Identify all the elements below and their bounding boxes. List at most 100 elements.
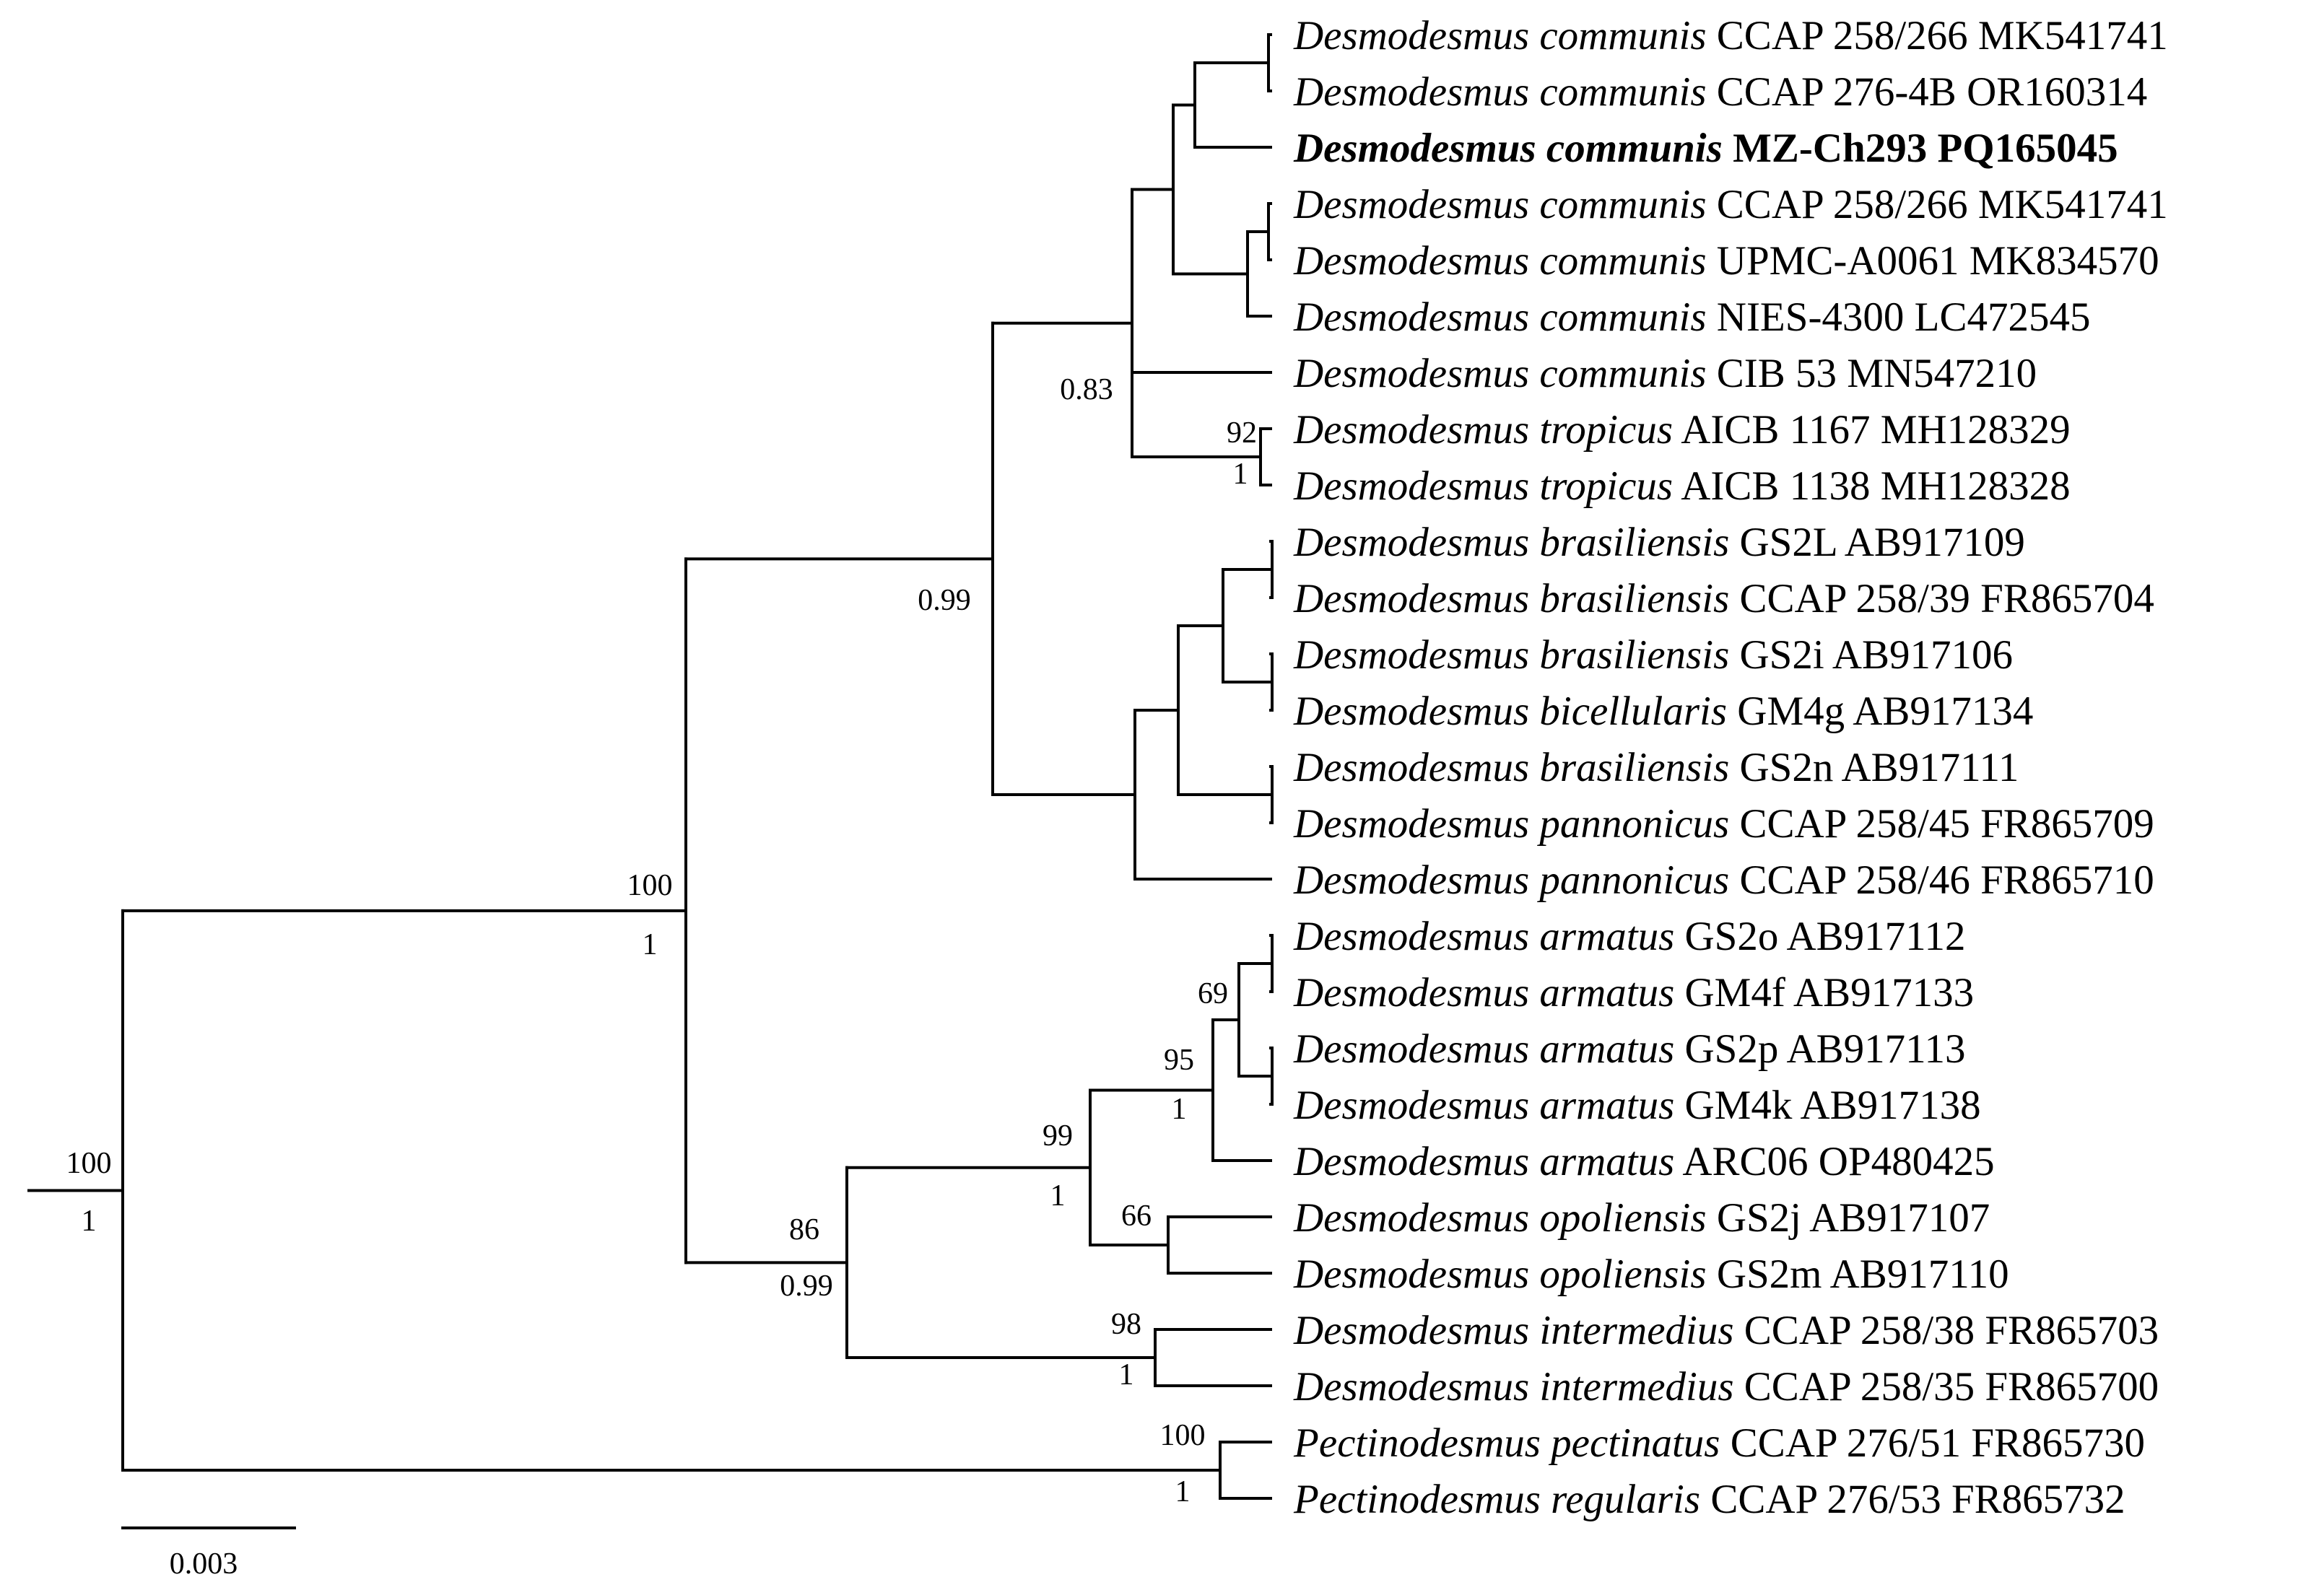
taxon-binomial: Pectinodesmus regularis [1293,1477,1700,1522]
taxon-label: Desmodesmus bicellularis GM4g AB917134 [1293,689,2033,734]
bootstrap-value: 100 [1160,1419,1206,1452]
taxon-strain-accession: ARC06 OP480425 [1674,1139,1994,1184]
taxon-label: Desmodesmus brasiliensis CCAP 258/39 FR8… [1293,576,2154,621]
bootstrap-value: 86 [789,1213,819,1246]
taxon-label: Desmodesmus armatus GM4f AB917133 [1293,970,1974,1015]
taxon-label: Desmodesmus tropicus AICB 1138 MH128328 [1293,463,2071,509]
posterior-value: 1 [1050,1179,1066,1213]
taxon-strain-accession: CCAP 258/39 FR865704 [1729,576,2154,621]
taxon-binomial: Desmodesmus armatus [1293,970,1674,1015]
support-values: 100110010.990.83921860.99991951696698110… [66,373,1258,1508]
taxon-label: Desmodesmus pannonicus CCAP 258/46 FR865… [1293,857,2154,903]
taxon-binomial: Desmodesmus armatus [1293,1026,1674,1072]
taxon-binomial: Desmodesmus brasiliensis [1293,576,1729,621]
taxon-binomial: Desmodesmus tropicus [1293,407,1673,453]
taxon-strain-accession: NIES-4300 LC472545 [1707,294,2091,340]
taxon-binomial: Desmodesmus pannonicus [1293,801,1729,847]
taxon-strain-accession: CCAP 258/35 FR865700 [1734,1364,2159,1410]
taxon-binomial: Desmodesmus opoliensis [1293,1252,1707,1297]
taxon-label: Desmodesmus armatus GS2o AB917112 [1293,914,1966,959]
taxon-strain-accession: CCAP 258/45 FR865709 [1729,801,2154,847]
taxon-strain-accession: CCAP 258/46 FR865710 [1729,857,2154,903]
taxon-binomial: Desmodesmus communis [1293,238,1707,284]
taxon-label: Desmodesmus armatus GS2p AB917113 [1293,1026,1966,1072]
taxon-label: Desmodesmus intermedius CCAP 258/35 FR86… [1293,1364,2159,1410]
taxon-label: Desmodesmus communis UPMC-A0061 MK834570 [1293,238,2159,284]
taxon-binomial: Pectinodesmus pectinatus [1293,1420,1720,1466]
taxon-strain-accession: GS2j AB917107 [1707,1195,1990,1241]
taxon-binomial: Desmodesmus intermedius [1293,1308,1734,1353]
taxon-label: Desmodesmus tropicus AICB 1167 MH128329 [1293,407,2071,453]
taxon-strain-accession: CCAP 258/266 MK541741 [1707,182,2168,227]
posterior-value: 1 [82,1205,97,1238]
posterior-value: 1 [1119,1358,1134,1392]
taxon-binomial: Desmodesmus communis [1293,351,1707,396]
taxon-strain-accession: GS2p AB917113 [1674,1026,1965,1072]
taxon-label: Desmodesmus communis MZ-Ch293 PQ165045 [1293,126,2118,171]
taxon-label: Desmodesmus communis CCAP 276-4B OR16031… [1293,69,2147,115]
taxon-binomial: Desmodesmus brasiliensis [1293,745,1729,790]
bootstrap-value: 100 [627,869,673,902]
taxon-label: Desmodesmus communis CCAP 258/266 MK5417… [1293,182,2168,227]
taxon-strain-accession: CCAP 276/51 FR865730 [1720,1420,2145,1466]
posterior-value: 1 [1172,1093,1187,1126]
taxon-strain-accession: AICB 1138 MH128328 [1673,463,2071,509]
taxon-strain-accession: GM4g AB917134 [1727,689,2033,734]
taxon-label: Desmodesmus armatus GM4k AB917138 [1293,1083,1981,1128]
bootstrap-value: 98 [1111,1308,1141,1341]
taxon-label: Desmodesmus pannonicus CCAP 258/45 FR865… [1293,801,2154,847]
taxon-label: Desmodesmus opoliensis GS2j AB917107 [1293,1195,1990,1241]
taxon-binomial: Desmodesmus armatus [1293,914,1674,959]
posterior-value: 1 [1175,1475,1191,1508]
taxon-label: Desmodesmus armatus ARC06 OP480425 [1293,1139,1995,1184]
posterior-value: 1 [643,928,658,961]
taxon-binomial: Desmodesmus communis [1293,294,1707,340]
taxon-binomial: Desmodesmus armatus [1293,1083,1674,1128]
bootstrap-value: 69 [1198,977,1228,1010]
taxon-label: Desmodesmus intermedius CCAP 258/38 FR86… [1293,1308,2159,1353]
taxon-binomial: Desmodesmus brasiliensis [1293,632,1729,678]
taxon-strain-accession: GS2n AB917111 [1729,745,2019,790]
taxon-label: Desmodesmus brasiliensis GS2n AB917111 [1293,745,2019,790]
taxon-binomial: Desmodesmus brasiliensis [1293,520,1729,565]
taxon-strain-accession: GM4k AB917138 [1674,1083,1980,1128]
taxon-strain-accession: CCAP 258/266 MK541741 [1707,13,2168,58]
taxon-label: Desmodesmus opoliensis GS2m AB917110 [1293,1252,2009,1297]
bootstrap-value: 95 [1164,1044,1194,1077]
taxon-binomial: Desmodesmus communis [1293,126,1723,171]
taxon-binomial: Desmodesmus opoliensis [1293,1195,1707,1241]
taxon-strain-accession: GS2m AB917110 [1707,1252,2009,1297]
taxon-binomial: Desmodesmus communis [1293,182,1707,227]
taxon-binomial: Desmodesmus armatus [1293,1139,1674,1184]
taxon-strain-accession: CCAP 258/38 FR865703 [1734,1308,2159,1353]
taxon-binomial: Desmodesmus communis [1293,69,1707,115]
taxon-strain-accession: CCAP 276-4B OR160314 [1707,69,2148,115]
bootstrap-value: 100 [66,1147,112,1180]
scale-bar: 0.003 [121,1526,296,1581]
bootstrap-value: 99 [1043,1119,1073,1153]
taxon-binomial: Desmodesmus tropicus [1293,463,1673,509]
taxon-label: Desmodesmus communis CCAP 258/266 MK5417… [1293,13,2168,58]
taxon-binomial: Desmodesmus pannonicus [1293,857,1729,903]
taxon-binomial: Desmodesmus communis [1293,13,1707,58]
taxon-label: Desmodesmus brasiliensis GS2i AB917106 [1293,632,2013,678]
taxon-label: Desmodesmus communis NIES-4300 LC472545 [1293,294,2091,340]
posterior-value: 0.99 [780,1270,833,1303]
taxon-label: Desmodesmus brasiliensis GS2L AB917109 [1293,520,2025,565]
posterior-value: 0.99 [918,584,971,617]
taxon-label: Pectinodesmus regularis CCAP 276/53 FR86… [1293,1477,2125,1522]
bootstrap-value: 92 [1227,416,1257,450]
taxon-strain-accession: MZ-Ch293 PQ165045 [1723,126,2118,171]
posterior-value: 1 [1233,458,1248,491]
taxon-strain-accession: GS2o AB917112 [1674,914,1965,959]
taxon-strain-accession: GM4f AB917133 [1674,970,1974,1015]
posterior-value: 0.83 [1060,373,1113,406]
taxon-binomial: Desmodesmus intermedius [1293,1364,1734,1410]
taxon-strain-accession: GS2i AB917106 [1729,632,2013,678]
tree-branches [27,33,1274,1500]
taxon-strain-accession: AICB 1167 MH128329 [1673,407,2071,453]
taxon-binomial: Desmodesmus bicellularis [1293,689,1727,734]
taxon-strain-accession: GS2L AB917109 [1729,520,2025,565]
taxon-strain-accession: CIB 53 MN547210 [1707,351,2037,396]
